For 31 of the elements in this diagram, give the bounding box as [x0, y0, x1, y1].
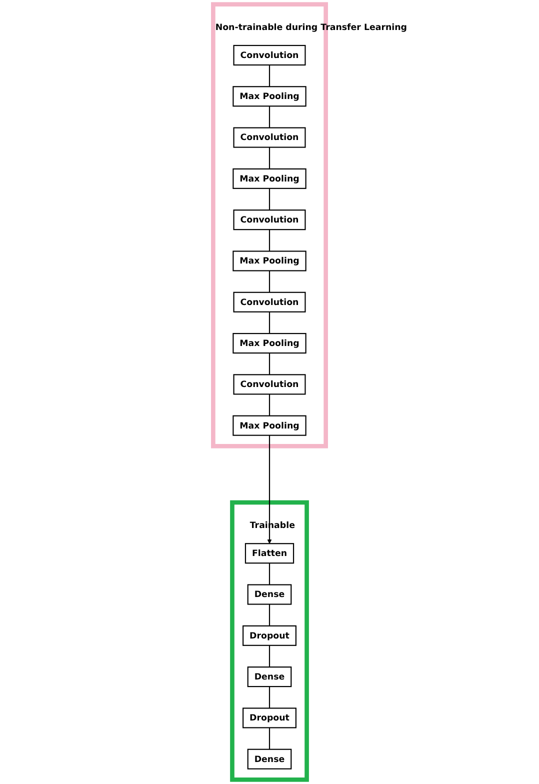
connector: [268, 563, 270, 585]
node-box: Dense: [247, 748, 292, 770]
connector: [268, 270, 270, 292]
node-box: Dense: [247, 666, 292, 688]
node-box: Convolution: [233, 210, 306, 230]
connector: [268, 64, 270, 87]
node-box: Flatten: [244, 543, 294, 564]
node-box: Convolution: [233, 44, 306, 66]
connector: [268, 686, 270, 708]
connector: [268, 106, 270, 128]
node-box: Dense: [247, 584, 292, 605]
connector: [268, 230, 270, 252]
connector: [268, 353, 270, 375]
node-box: Max Pooling: [232, 415, 306, 436]
node-box: Max Pooling: [232, 86, 306, 107]
connector: [268, 188, 270, 210]
connector: [268, 645, 270, 668]
node-box: Convolution: [233, 127, 306, 148]
connector: [268, 394, 270, 416]
node-box: Dropout: [242, 708, 296, 728]
connector: [268, 604, 270, 626]
node-box: Dropout: [242, 625, 296, 646]
node-box: Convolution: [233, 292, 306, 312]
node-box: Max Pooling: [232, 250, 306, 272]
connector: [268, 312, 270, 334]
arrow: [267, 435, 272, 544]
node-box: Max Pooling: [232, 168, 306, 189]
node-box: Convolution: [233, 374, 306, 395]
node-box: Max Pooling: [232, 332, 306, 354]
connector: [268, 728, 270, 750]
connector: [268, 147, 270, 169]
